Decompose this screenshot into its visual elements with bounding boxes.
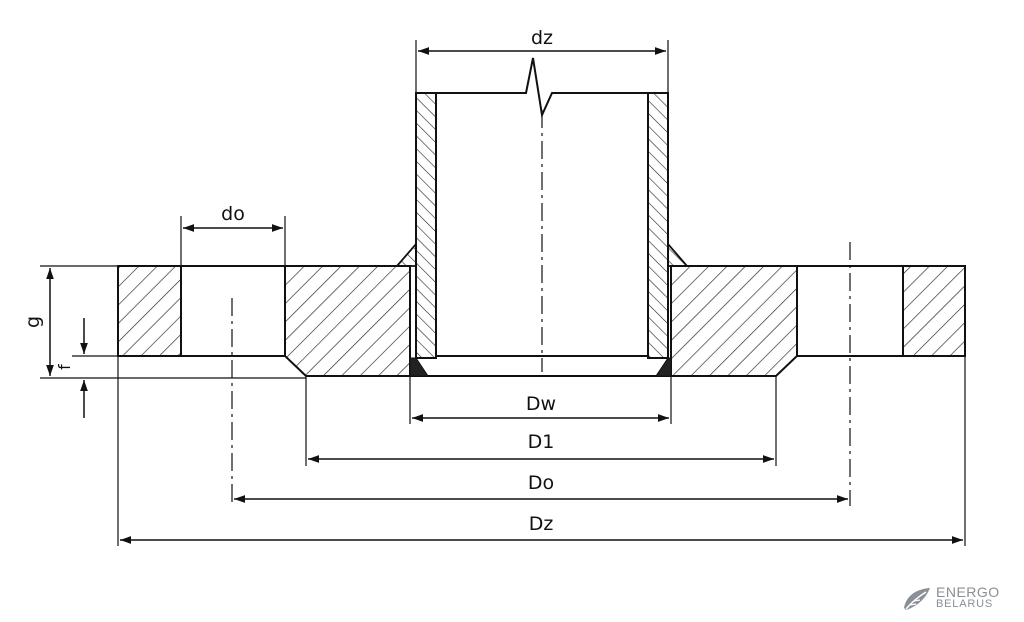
label-g: g <box>22 316 44 328</box>
logo-text-line2: BELARUS <box>936 598 993 610</box>
label-Dw: Dw <box>526 393 556 415</box>
energo-belarus-logo: ENERGO BELARUS <box>902 584 1012 616</box>
weld-fillets <box>395 241 689 377</box>
dimension-Do: Do <box>234 472 848 503</box>
label-Do: Do <box>528 472 554 494</box>
dimension-dz: dz <box>418 27 666 55</box>
logo-text-line1: ENERGO <box>936 584 1000 600</box>
extension-lines <box>40 40 966 546</box>
pipe-break-line <box>416 57 668 119</box>
center-lines <box>231 110 851 506</box>
dimension-do: do <box>183 203 283 232</box>
dimension-Dz: Dz <box>120 513 963 544</box>
label-D1: D1 <box>528 431 555 453</box>
flange-left-outer-section <box>117 265 182 357</box>
pipe-wall-left <box>415 92 437 359</box>
pipe-wall-right <box>647 92 669 359</box>
label-do: do <box>221 203 245 225</box>
flange-right-outer-section <box>902 265 966 357</box>
dimension-Dw: Dw <box>412 393 669 422</box>
pipe-bore-outline <box>410 355 671 377</box>
flange-left-inner-section <box>284 265 411 377</box>
dimension-f: f <box>55 318 88 418</box>
label-dz: dz <box>531 27 553 49</box>
label-f: f <box>55 364 74 370</box>
label-Dz: Dz <box>529 513 554 535</box>
dimension-g: g <box>22 268 54 376</box>
bolt-hole-left <box>181 265 285 357</box>
leaf-icon <box>904 588 930 610</box>
dimension-D1: D1 <box>308 431 774 463</box>
flange-right-inner-section <box>670 265 798 377</box>
